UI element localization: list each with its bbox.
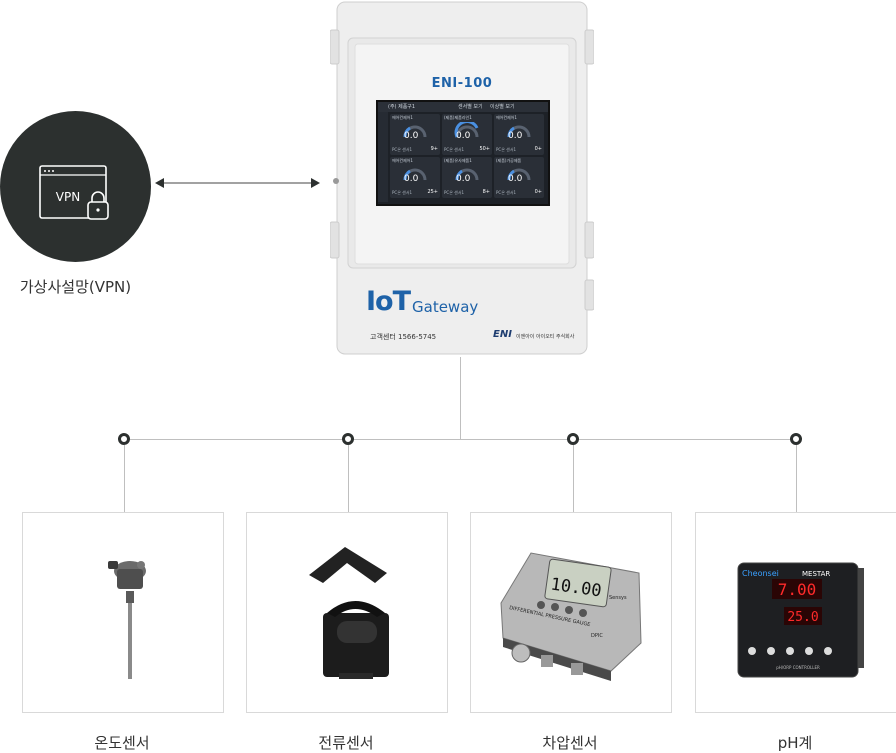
node-4 [790,433,802,445]
tile-value: 0.0 [456,174,471,184]
tile-sub: PC온 센서1 [444,190,465,195]
maker-name: 이엔아이 아이오티 주식회사 [516,334,575,340]
tile-count: 0+ [534,146,542,152]
sensor-label-temperature: 온도센서 [94,734,150,752]
screen-tab: 이상별 보기 [490,104,515,110]
tile-title: 에어컨제어1 [392,115,413,120]
connection-arrow [155,178,320,188]
pressure-sensor-image: 10.00 Sensys DIFFERENTIAL PRESSURE GAUGE… [500,552,642,681]
tile-title: 에어컨제어1 [496,115,517,120]
ph-reading-1: 7.00 [778,580,817,599]
tile-sub: PC온 센서1 [496,190,517,195]
tile-value: 0.0 [404,131,419,141]
vpn-label: 가상사설망(VPN) [19,278,132,296]
tile-count: 50+ [479,146,490,152]
drop-line-3 [573,445,574,512]
ph-reading-2: 25.0 [787,610,818,625]
tile-sub: PC온 센서1 [444,147,465,152]
vpn-circle: VPN [0,111,151,262]
ph-footer: pH/ORP CONTROLLER [776,665,820,670]
sensor-card-current [246,512,448,713]
sensor-card-temperature [22,512,224,713]
tile-count: 8+ [482,189,490,195]
ph-brand: Cheonsei [742,569,779,578]
drop-line-1 [124,445,125,512]
current-sensor-image [309,547,389,679]
maker-logo: ENI [493,329,512,340]
tile-gauge-icon [507,125,531,138]
tile-value: 0.0 [456,131,471,141]
bus-line [124,439,796,440]
brand-gateway: Gateway [412,298,479,316]
tile-sub: PC온 센서1 [392,147,413,152]
gateway-model: ENI-100 [431,76,493,91]
drop-line-2 [348,445,349,512]
screen-tab: (주) 제품구1 [388,104,416,110]
ph-model: MESTAR [802,570,830,578]
tile-sub: PC온 센서1 [392,190,413,195]
vpn-text: VPN [56,190,80,204]
node-2 [342,433,354,445]
tile-title: (제품)유사제품1 [444,158,472,163]
pressure-model: DPIC [591,633,603,639]
tile-gauge-icon [507,168,531,181]
tile-sub: PC온 센서1 [496,147,517,152]
tile-count: 25+ [427,189,438,195]
ph-meter-image: Cheonsei MESTAR 7.00 25.0 pH/ORP CONTROL… [737,562,864,678]
screen-tabbar: (주) 제품구1 센서별 보기 이상별 보기 [378,102,548,112]
tile-count: 9+ [430,146,438,152]
tile-value: 0.0 [508,174,523,184]
node-3 [567,433,579,445]
tile-title: (제품)제품라인1 [444,115,472,120]
node-1 [118,433,130,445]
drop-line-4 [796,445,797,512]
trunk-line [460,357,461,439]
brand-iot: IoT [366,286,411,317]
sensor-card-pressure: 10.00 Sensys DIFFERENTIAL PRESSURE GAUGE… [470,512,672,713]
tile-value: 0.0 [508,131,523,141]
tile-count: 0+ [534,189,542,195]
sensor-label-ph: pH계 [777,734,813,752]
service-center: 고객센터 1566-5745 [370,333,437,341]
vpn-lock-icon: VPN [39,165,109,220]
tile-gauge-icon [454,122,479,138]
tile-gauge-icon [455,168,479,181]
sensor-label-pressure: 차압센서 [542,734,598,752]
tile-gauge-icon [403,125,427,138]
gateway-device: ENI-100 (주) 제품구1 센서별 보기 이상별 보기 에어컨제어1 0.0… [330,0,594,357]
temperature-sensor-image [108,561,146,679]
sensor-card-ph: Cheonsei MESTAR 7.00 25.0 pH/ORP CONTROL… [695,512,896,713]
tile-title: (제품)가공제품 [496,158,522,163]
tile-gauge-icon [403,168,427,181]
screen-tab: 센서별 보기 [458,104,483,110]
tile-title: 에어컨제어1 [392,158,413,163]
sensor-label-current: 전류센서 [318,734,374,752]
tile-value: 0.0 [404,174,419,184]
pressure-brand: Sensys [609,595,627,601]
screen-sidebar [378,112,388,202]
